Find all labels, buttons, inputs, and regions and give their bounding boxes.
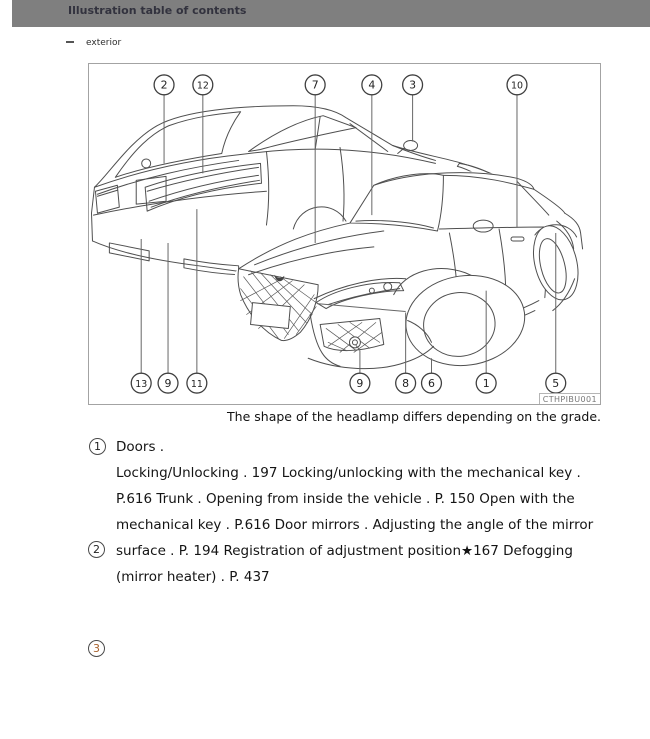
callout-number: 12 [197,81,209,92]
paragraph-line: mechanical key . P.616 Door mirrors . Ad… [116,517,594,533]
body-paragraph: Locking/Unlocking . 197 Locking/unlockin… [116,460,594,590]
callout-circle [186,372,208,394]
figure-caption: The shape of the headlamp differs depend… [227,409,601,424]
callout-number: 10 [511,81,523,92]
callout-circle [153,74,175,96]
callout-circle [349,372,371,394]
callout-number: 5 [552,377,559,390]
callout-circle [361,74,383,96]
callout-number: 11 [191,379,203,390]
callout-circle [402,74,424,96]
paragraph-line: Locking/Unlocking . 197 Locking/unlockin… [116,465,581,481]
callout-circle [506,74,528,96]
callout-number: 8 [402,377,409,390]
dash-bullet-icon [66,41,74,43]
callout-circle [192,74,214,96]
callout-circle [130,372,152,394]
callout-number: 13 [135,379,147,390]
callout-number: 3 [409,79,416,92]
callout-number: 4 [368,79,375,92]
callout-number: 9 [165,377,172,390]
callout-number: 1 [483,377,490,390]
callout-number: 9 [356,377,363,390]
callout-circle [475,372,497,394]
paragraph-line: P.616 Trunk . Opening from inside the ve… [116,491,575,507]
page-header-bar: Illustration table of contents [12,0,650,27]
paragraph-line: (mirror heater) . P. 437 [116,569,270,585]
callout-circle [304,74,326,96]
callout-circle [157,372,179,394]
exterior-figure: 2 12 7 4 3 10 13 9 11 9 8 6 1 5 CTHPIBU001 [88,63,601,405]
callout-number: 6 [428,377,435,390]
callout-circle [420,372,443,394]
car-illustration: 2 12 7 4 3 10 13 9 11 9 8 6 1 5 [90,74,584,394]
figure-code: CTHPIBU001 [538,393,600,404]
list-marker-2: 2 [88,541,105,558]
callout-number: 7 [312,79,319,92]
list-marker-1: 1 [89,438,106,455]
list-marker-3: 3 [88,640,105,657]
callout-number: 2 [161,79,168,92]
page-title: Illustration table of contents [68,4,247,17]
section-label: exterior [86,38,122,48]
list-item-1-title: Doors . [116,439,165,455]
paragraph-line: surface . P. 194 Registration of adjustm… [116,543,573,559]
callout-circle [395,372,417,394]
